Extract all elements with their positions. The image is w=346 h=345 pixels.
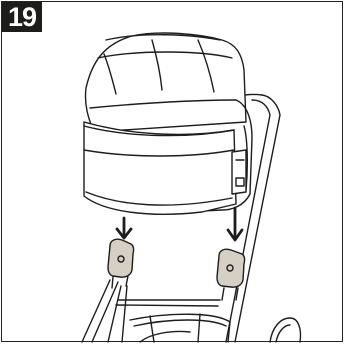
rear-adapter (217, 249, 245, 300)
rear-wheel (270, 318, 301, 342)
down-arrow-icon (228, 208, 242, 240)
down-arrow-icon (117, 218, 131, 238)
carrycot (84, 33, 252, 214)
step-number-badge: 19 (2, 2, 42, 32)
front-adapter (108, 239, 134, 288)
